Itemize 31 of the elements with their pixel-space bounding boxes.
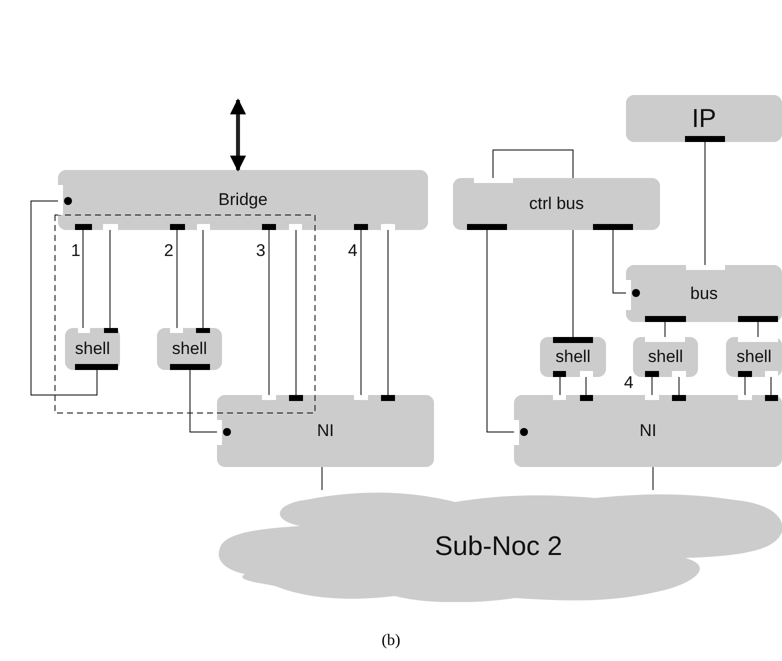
block-box: shell	[540, 337, 606, 377]
connector-line	[652, 466, 654, 490]
connector-line	[486, 230, 514, 432]
cloud-label: Sub-Noc 2	[434, 530, 562, 562]
block-box: shell	[65, 328, 120, 370]
connector-line	[190, 370, 218, 432]
block-box: bus	[626, 265, 782, 322]
connector-line	[744, 376, 746, 396]
connector-line	[492, 150, 574, 178]
caption: (b)	[380, 632, 402, 650]
double-arrow	[230, 98, 246, 172]
connector-line	[572, 230, 574, 338]
connector-line	[82, 230, 84, 328]
block-box: NI	[514, 395, 782, 467]
connector-line	[770, 376, 772, 396]
connector-line	[360, 230, 362, 396]
block-box: IP	[626, 95, 782, 142]
connector-line	[268, 230, 270, 396]
connector-line	[664, 322, 666, 338]
block-box: Bridge	[58, 170, 428, 230]
connector-line	[678, 376, 680, 396]
block-box: ctrl bus	[453, 178, 660, 230]
block-box: shell	[633, 337, 698, 377]
connector-line	[612, 230, 626, 294]
connector-line	[176, 230, 178, 328]
connector-line	[30, 200, 98, 396]
connector-line	[202, 230, 204, 328]
block-box: NI	[217, 395, 434, 467]
block-box: shell	[726, 337, 782, 377]
block-box: shell	[157, 328, 222, 370]
connector-line	[704, 142, 706, 266]
